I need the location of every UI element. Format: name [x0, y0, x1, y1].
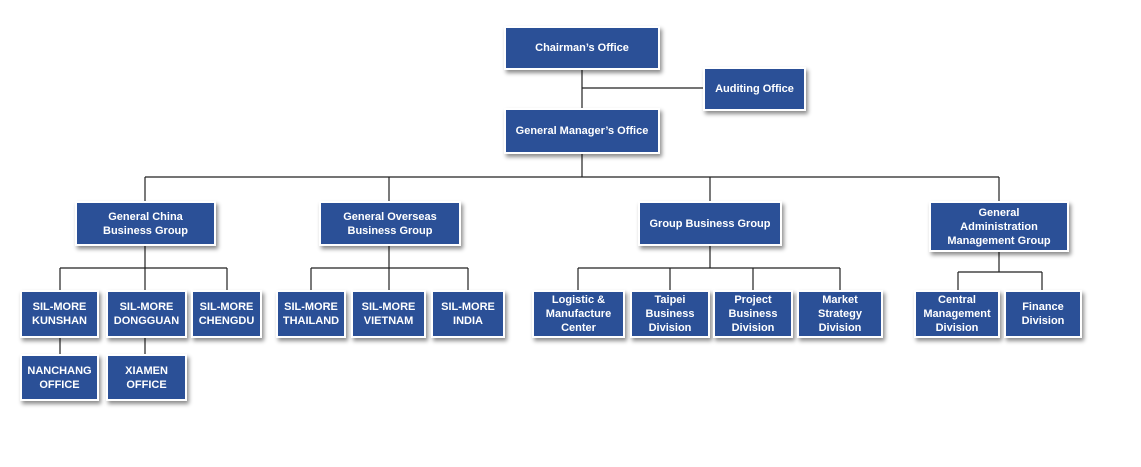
unit-sil-more-india: SIL-MORE INDIA [431, 290, 505, 338]
group-business-group-box: Group Business Group [638, 201, 782, 246]
unit-market-strategy-division: Market Strategy Division [797, 290, 883, 338]
general-managers-office-box: General Manager’s Office [504, 108, 660, 154]
unit-sil-more-kunshan: SIL-MORE KUNSHAN [20, 290, 99, 338]
general-administration-management-group-box: General Administration Management Group [929, 201, 1069, 252]
unit-finance-division: Finance Division [1004, 290, 1082, 338]
chairmans-office-box: Chairman’s Office [504, 26, 660, 70]
unit-sil-more-thailand: SIL-MORE THAILAND [276, 290, 346, 338]
auditing-office-box: Auditing Office [703, 67, 806, 111]
unit-sil-more-vietnam: SIL-MORE VIETNAM [351, 290, 426, 338]
office-xiamen: XIAMEN OFFICE [106, 354, 187, 401]
unit-logistic-manufacture-center: Logistic & Manufacture Center [532, 290, 625, 338]
unit-sil-more-dongguan: SIL-MORE DONGGUAN [106, 290, 187, 338]
office-nanchang: NANCHANG OFFICE [20, 354, 99, 401]
general-china-business-group-box: General China Business Group [75, 201, 216, 246]
unit-taipei-business-division: Taipei Business Division [630, 290, 710, 338]
unit-sil-more-chengdu: SIL-MORE CHENGDU [191, 290, 262, 338]
unit-central-management-division: Central Management Division [914, 290, 1000, 338]
general-overseas-business-group-box: General Overseas Business Group [319, 201, 461, 246]
unit-project-business-division: Project Business Division [713, 290, 793, 338]
